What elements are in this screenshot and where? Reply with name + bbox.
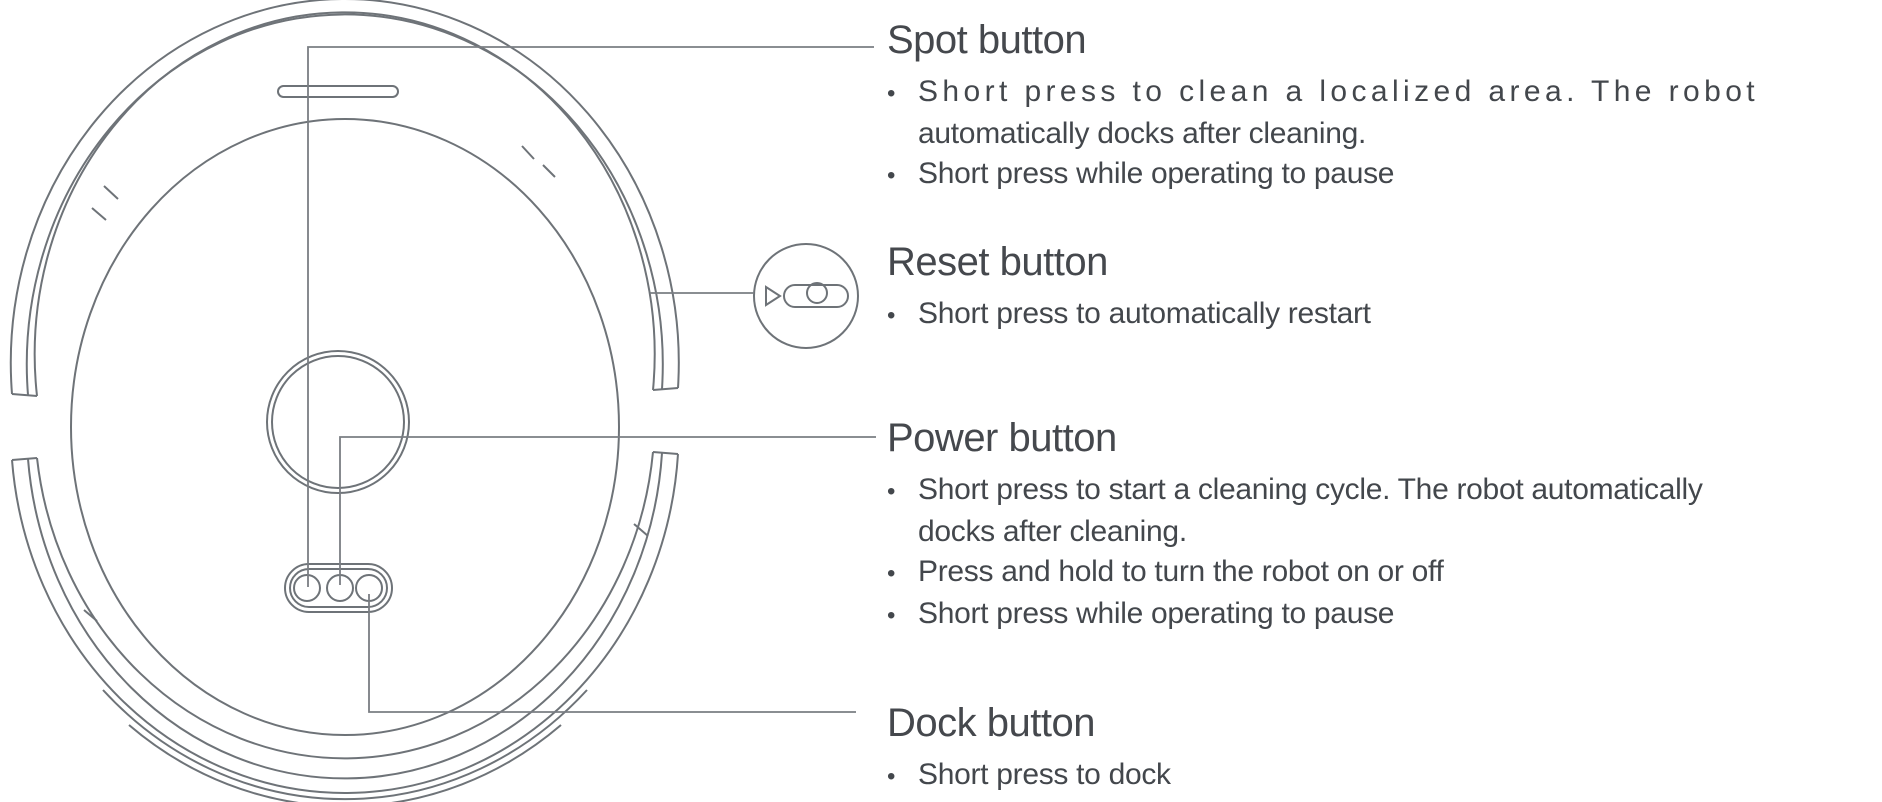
robot-vacuum-diagram <box>9 0 876 802</box>
spot-button-title: Spot button <box>887 18 1087 62</box>
bullet-line: • Short press to automatically restart <box>887 294 1371 336</box>
robot-faceplate-outline <box>70 118 620 736</box>
bullet-text: Short press while operating to pause <box>918 597 1395 630</box>
bumper-tick-upper-right <box>521 145 556 178</box>
spot-button-bullets: • Short press to clean a localized area. … <box>887 72 1759 196</box>
play-triangle-icon <box>765 285 782 307</box>
bumper-inner-bottom-arc <box>36 451 654 760</box>
power-callout-line <box>339 436 876 585</box>
section-reset-button: Reset button • Short press to automatical… <box>887 236 1371 336</box>
lidar-turret-inner-ring <box>271 355 405 489</box>
bullet-dot: • <box>887 478 896 505</box>
body-edge-top-arc <box>9 0 680 395</box>
bullet-line: automatically docks after cleaning. <box>887 114 1759 154</box>
bullet-line: • Short press to start a cleaning cycle. … <box>887 470 1703 512</box>
bullet-text: docks after cleaning. <box>918 515 1187 548</box>
reset-slider-pill <box>783 284 849 308</box>
bullet-text: Short press to clean a localized area. T… <box>918 75 1760 108</box>
dock-callout-line <box>368 594 856 713</box>
bullet-dot: • <box>887 302 896 329</box>
bullet-line: • Press and hold to turn the robot on or … <box>887 552 1703 594</box>
spot-callout-line <box>307 46 874 587</box>
bullet-text: automatically docks after cleaning. <box>918 117 1367 150</box>
body-edge-bottom-arc <box>11 453 679 794</box>
section-dock-button: Dock button • Short press to dock <box>887 697 1171 797</box>
bumper-outer-top-arc <box>25 13 664 396</box>
reset-button-magnifier <box>753 243 859 349</box>
reset-button-title: Reset button <box>887 240 1108 284</box>
callout-lines <box>307 46 876 713</box>
left-bumper-notch <box>11 393 38 461</box>
bumper-inner-top-arc <box>33 11 656 397</box>
bumper-tick-lower-left <box>83 609 98 622</box>
spot-button-circle <box>293 574 321 602</box>
bumper-outer-bottom-arc <box>27 452 663 780</box>
lid-seam <box>277 85 399 98</box>
bullet-line: • Short press to dock <box>887 755 1171 797</box>
reset-slider-knob <box>806 282 828 304</box>
power-button-title: Power button <box>887 416 1117 460</box>
bullet-text: Press and hold to turn the robot on or o… <box>918 555 1444 588</box>
bumper-tick-upper-left <box>91 185 119 221</box>
section-spot-button: Spot button • Short press to clean a loca… <box>887 14 1759 196</box>
bullet-dot: • <box>887 80 896 107</box>
reset-button-bullets: • Short press to automatically restart <box>887 294 1371 336</box>
power-button-bullets: • Short press to start a cleaning cycle. … <box>887 470 1703 636</box>
section-power-button: Power button • Short press to start a cle… <box>887 412 1703 636</box>
bullet-dot: • <box>887 162 896 189</box>
button-cluster-inner-pill <box>289 568 388 608</box>
button-cluster-outer-pill <box>284 563 393 613</box>
bullet-text: Short press to dock <box>918 758 1171 791</box>
bullet-dot: • <box>887 560 896 587</box>
magnifier-circle <box>753 243 859 349</box>
bullet-line: docks after cleaning. <box>887 512 1703 552</box>
bullet-text: Short press to automatically restart <box>918 297 1371 330</box>
bumper-tick-lower-right <box>633 523 649 537</box>
bullet-line: • Short press while operating to pause <box>887 154 1759 196</box>
right-bumper-notch <box>652 387 679 455</box>
bottom-skirt-arc-2 <box>128 724 562 802</box>
lidar-turret-outer-ring <box>266 350 410 494</box>
bullet-dot: • <box>887 602 896 629</box>
dock-button-bullets: • Short press to dock <box>887 755 1171 797</box>
robot-body <box>9 0 680 802</box>
bullet-text: Short press to start a cleaning cycle. T… <box>918 473 1703 506</box>
bullet-line: • Short press to clean a localized area. … <box>887 72 1759 114</box>
bullet-dot: • <box>887 763 896 790</box>
bullet-text: Short press while operating to pause <box>918 157 1395 190</box>
bullet-line: • Short press while operating to pause <box>887 594 1703 636</box>
bottom-skirt-arc-1 <box>102 689 588 801</box>
dock-button-title: Dock button <box>887 701 1095 745</box>
